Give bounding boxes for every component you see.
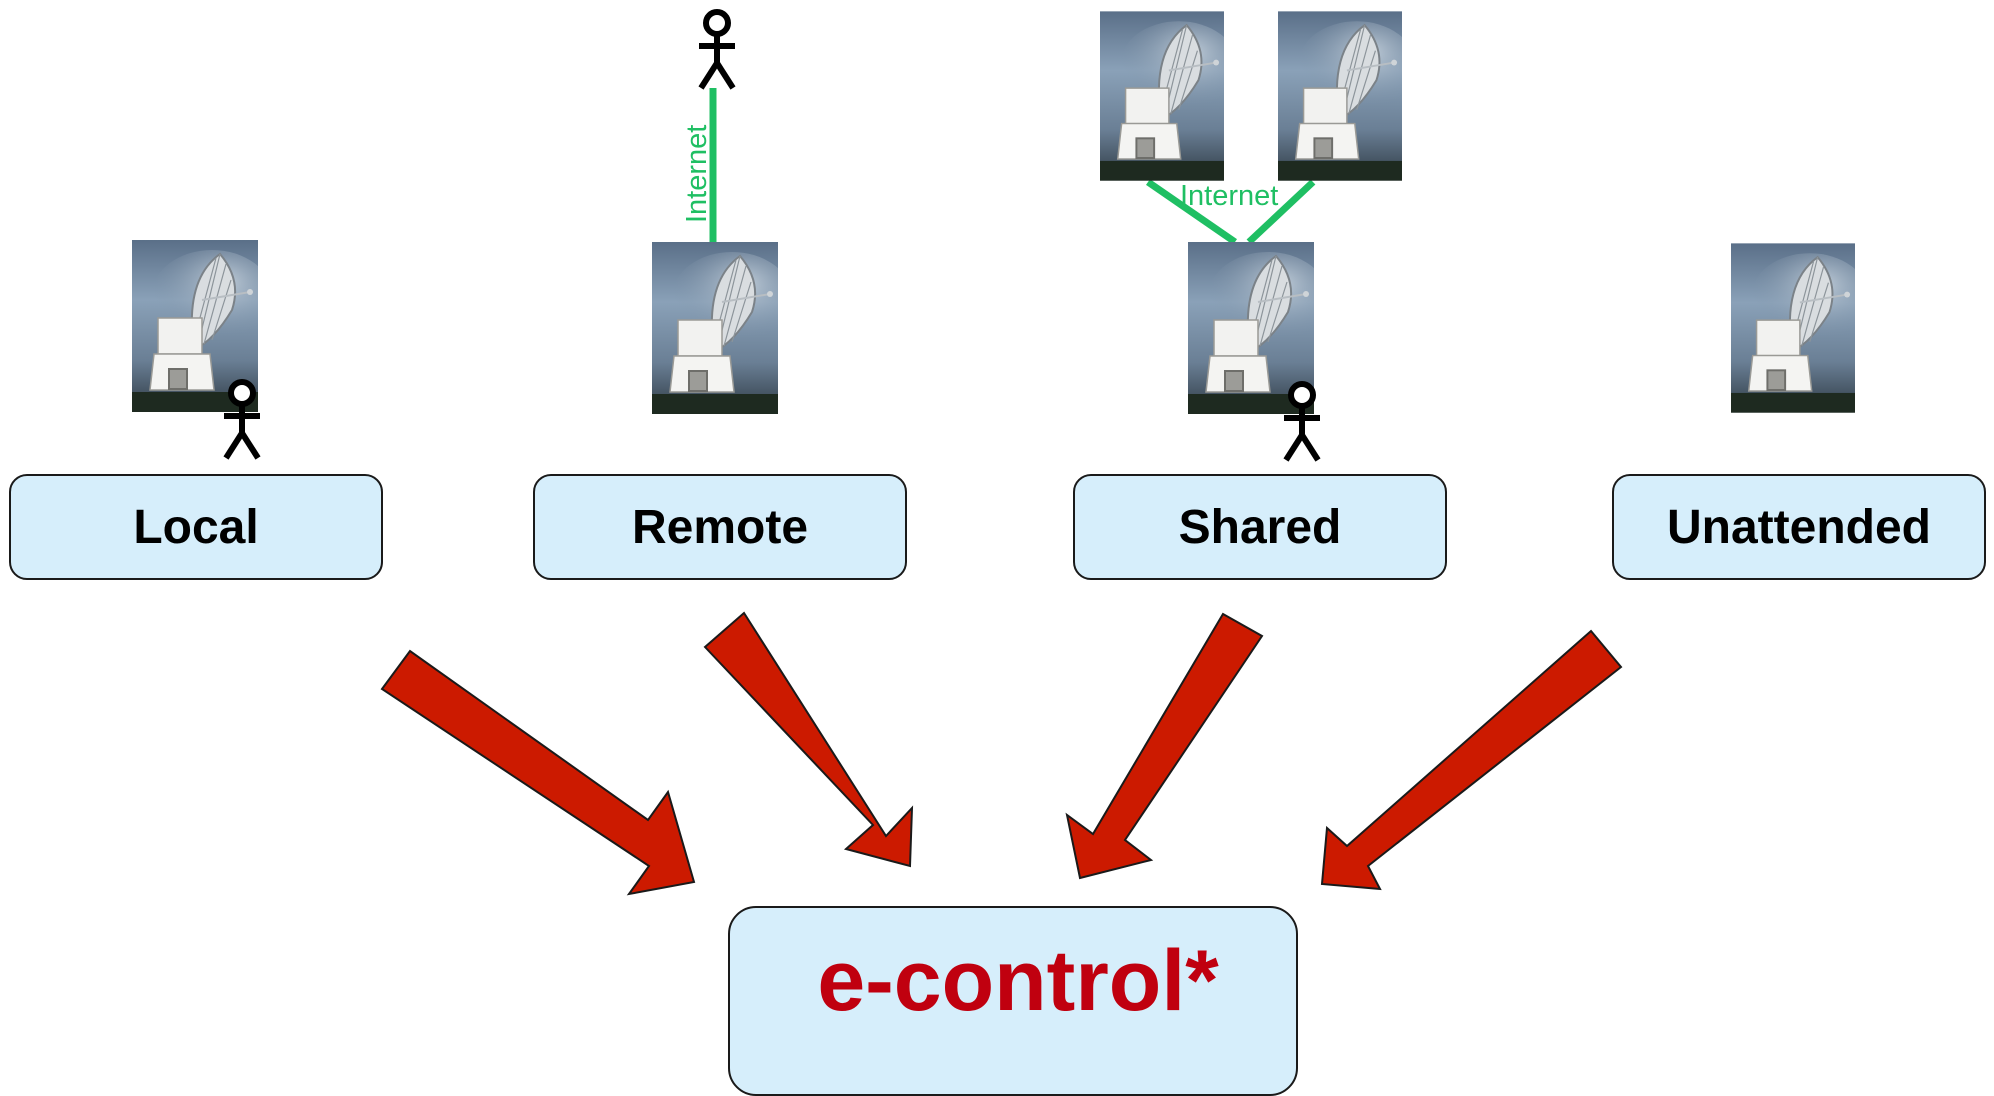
shared-internet-label: Internet xyxy=(1180,180,1278,212)
mode-local-label: Local xyxy=(133,500,259,554)
telescope-shared-top-left-image xyxy=(1100,10,1224,182)
shared-internet-line-right xyxy=(1246,179,1316,245)
arrow-unattended-to-econtrol xyxy=(1320,629,1623,891)
telescope-shared-top-right-image xyxy=(1278,10,1402,182)
econtrol-box: e-control* xyxy=(728,906,1298,1096)
shared-internet-line-left xyxy=(1146,179,1237,245)
mode-shared-label: Shared xyxy=(1178,500,1342,554)
mode-shared-box: Shared xyxy=(1073,474,1447,580)
mode-unattended-label: Unattended xyxy=(1667,500,1931,554)
arrows xyxy=(380,611,1623,896)
mode-local-box: Local xyxy=(9,474,383,580)
arrow-remote-to-econtrol xyxy=(703,611,914,868)
mode-unattended-box: Unattended xyxy=(1612,474,1986,580)
telescope-unattended-image xyxy=(1731,242,1855,414)
remote-internet-label: Internet xyxy=(681,125,713,223)
person-local-icon xyxy=(224,382,260,458)
person-remote-icon xyxy=(699,12,735,88)
internet-links: Internet Internet xyxy=(681,88,1316,245)
person-shared-icon xyxy=(1284,384,1320,460)
econtrol-label: e-control* xyxy=(817,932,1219,1029)
mode-remote-label: Remote xyxy=(631,500,809,554)
telescope-remote-image xyxy=(652,242,778,414)
arrow-local-to-econtrol xyxy=(380,649,696,896)
arrow-shared-to-econtrol xyxy=(1065,612,1264,880)
mode-remote-box: Remote xyxy=(533,474,907,580)
